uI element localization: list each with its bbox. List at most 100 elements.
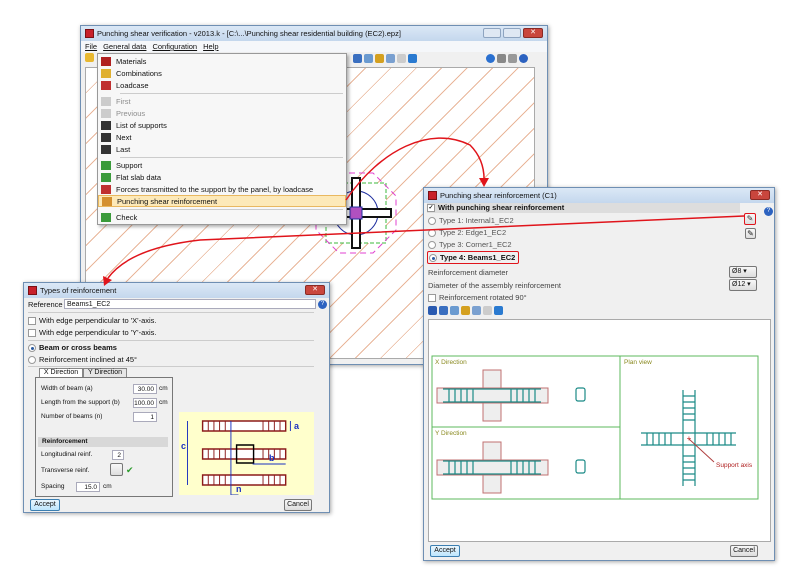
spacing-label: Spacing (41, 483, 65, 490)
menu-item-punching-shear-reinforcement[interactable]: Punching shear reinforcement (98, 195, 346, 207)
radio[interactable] (28, 344, 36, 353)
help-icon[interactable] (519, 54, 528, 63)
last-icon (101, 144, 111, 154)
close-button[interactable]: ✕ (750, 190, 770, 200)
spacing-input[interactable]: 15.0 (76, 482, 100, 492)
accept-button[interactable]: Accept (30, 499, 60, 511)
redraw-icon[interactable] (408, 54, 417, 63)
radio[interactable] (428, 241, 436, 250)
open-icon[interactable] (85, 53, 94, 62)
radio[interactable] (28, 356, 36, 365)
minimize-button[interactable] (483, 28, 501, 38)
maximize-button[interactable] (503, 28, 521, 38)
help-icon[interactable]: ? (764, 207, 773, 216)
cancel-button[interactable]: Cancel (730, 545, 758, 557)
menu-separator (120, 157, 343, 158)
forces-icon (101, 184, 111, 194)
accept-button[interactable]: Accept (430, 545, 460, 557)
zoom-window-icon[interactable] (386, 54, 395, 63)
menu-item-flat-slab-data[interactable]: Flat slab data (98, 171, 346, 183)
menu-item-label: Materials (116, 56, 147, 66)
tab-y-direction[interactable]: Y Direction (83, 368, 127, 377)
rotated-label: Reinforcement rotated 90° (439, 293, 527, 302)
cancel-button[interactable]: Cancel (284, 499, 312, 511)
zoom-icon[interactable] (364, 54, 373, 63)
menu-help[interactable]: Help (203, 42, 219, 51)
menu-item-label: List of supports (116, 120, 167, 130)
help-icon[interactable]: ? (318, 300, 327, 309)
reference-label: Reference (28, 300, 63, 309)
checkbox-checked[interactable]: ✓ (427, 204, 435, 213)
diagram-label-c: c (181, 441, 187, 451)
menu-item-first: First (98, 95, 346, 107)
zoom-all-icon[interactable] (353, 54, 362, 63)
checkbox[interactable] (28, 317, 36, 326)
menu-separator (120, 93, 343, 94)
close-button[interactable]: ✕ (523, 28, 543, 38)
longitudinal-input[interactable]: 2 (112, 450, 124, 460)
menu-item-materials[interactable]: Materials (98, 55, 346, 67)
menu-configuration[interactable]: Configuration (152, 42, 198, 51)
width-input[interactable]: 30.00 (133, 384, 157, 394)
tab-x-direction[interactable]: X Direction (39, 368, 83, 377)
radio[interactable] (429, 254, 437, 263)
menu-item-label: Next (116, 132, 132, 142)
type-3-radio[interactable]: Type 3: Corner1_EC2 (428, 240, 512, 250)
print-icon[interactable] (497, 54, 506, 63)
menu-item-support[interactable]: Support (98, 159, 346, 171)
print-preview-icon[interactable] (508, 54, 517, 63)
type-label: Type 3: Corner1_EC2 (439, 240, 512, 249)
menu-item-next[interactable]: Next (98, 131, 346, 143)
menu-item-last[interactable]: Last (98, 143, 346, 155)
menu-item-loadcase[interactable]: Loadcase (98, 79, 346, 91)
type-1-radio[interactable]: Type 1: Internal1_EC2 (428, 216, 514, 226)
window-title: Punching shear verification - v2013.k - … (97, 29, 401, 38)
transverse-reinf-button[interactable] (110, 463, 123, 476)
zoom-all-icon[interactable] (439, 306, 448, 315)
menu-item-forces[interactable]: Forces transmitted to the support by the… (98, 183, 346, 195)
edge-x-checkbox[interactable]: With edge perpendicular to 'X'-axis. (28, 316, 157, 326)
pencil-icon[interactable] (375, 54, 384, 63)
divider (28, 312, 314, 313)
diameter-label: Reinforcement diameter (428, 268, 509, 277)
pencil-icon[interactable] (461, 306, 470, 315)
radio[interactable] (428, 217, 436, 226)
menu-item-combinations[interactable]: Combinations (98, 67, 346, 79)
checkbox[interactable] (28, 329, 36, 338)
globe-icon[interactable] (486, 54, 495, 63)
radio[interactable] (428, 229, 436, 238)
menu-general-data[interactable]: General data (103, 42, 147, 51)
beam-radio[interactable]: Beam or cross beams (28, 343, 117, 353)
redraw-icon[interactable] (494, 306, 503, 315)
checkbox[interactable] (428, 294, 436, 303)
number-input[interactable]: 1 (133, 412, 157, 422)
inclined-radio[interactable]: Reinforcement inclined at 45° (28, 355, 138, 365)
tab-panel: Width of beam (a) 30.00 cm Length from t… (35, 377, 173, 497)
rotated-checkbox[interactable]: Reinforcement rotated 90° (428, 293, 527, 303)
rotate-icon[interactable] (428, 306, 437, 315)
edge-y-checkbox[interactable]: With edge perpendicular to 'Y'-axis. (28, 328, 157, 338)
menu-file[interactable]: File (85, 42, 98, 51)
close-button[interactable]: ✕ (305, 285, 325, 295)
new-type-button[interactable]: ✎ (745, 228, 756, 239)
general-data-menu: Materials Combinations Loadcase First Pr… (97, 53, 347, 225)
zoom-window-icon[interactable] (472, 306, 481, 315)
diameter-select[interactable]: Ø8 ▾ (729, 266, 757, 278)
type-2-radio[interactable]: Type 2: Edge1_EC2 (428, 228, 506, 238)
menu-item-check[interactable]: Check (98, 211, 346, 223)
assembly-select[interactable]: Ø12 ▾ (729, 279, 757, 291)
pan-hand-icon[interactable] (483, 306, 492, 315)
reference-input[interactable]: Beams1_EC2 (64, 299, 316, 309)
with-reinforcement-checkbox[interactable]: ✓With punching shear reinforcement (427, 203, 740, 213)
edit-type-button[interactable]: ✎ (744, 213, 756, 225)
check-icon (101, 212, 111, 222)
longitudinal-label: Longitudinal reinf. (41, 451, 93, 458)
previous-icon (101, 108, 111, 118)
menu-item-list-of-supports[interactable]: List of supports (98, 119, 346, 131)
reinforcement-preview: + (431, 355, 759, 500)
length-input[interactable]: 100.00 (133, 398, 157, 408)
zoom-icon[interactable] (450, 306, 459, 315)
pan-hand-icon[interactable] (397, 54, 406, 63)
type-4-radio[interactable]: Type 4: Beams1_EC2 (427, 251, 520, 265)
inclined-label: Reinforcement inclined at 45° (39, 355, 138, 364)
